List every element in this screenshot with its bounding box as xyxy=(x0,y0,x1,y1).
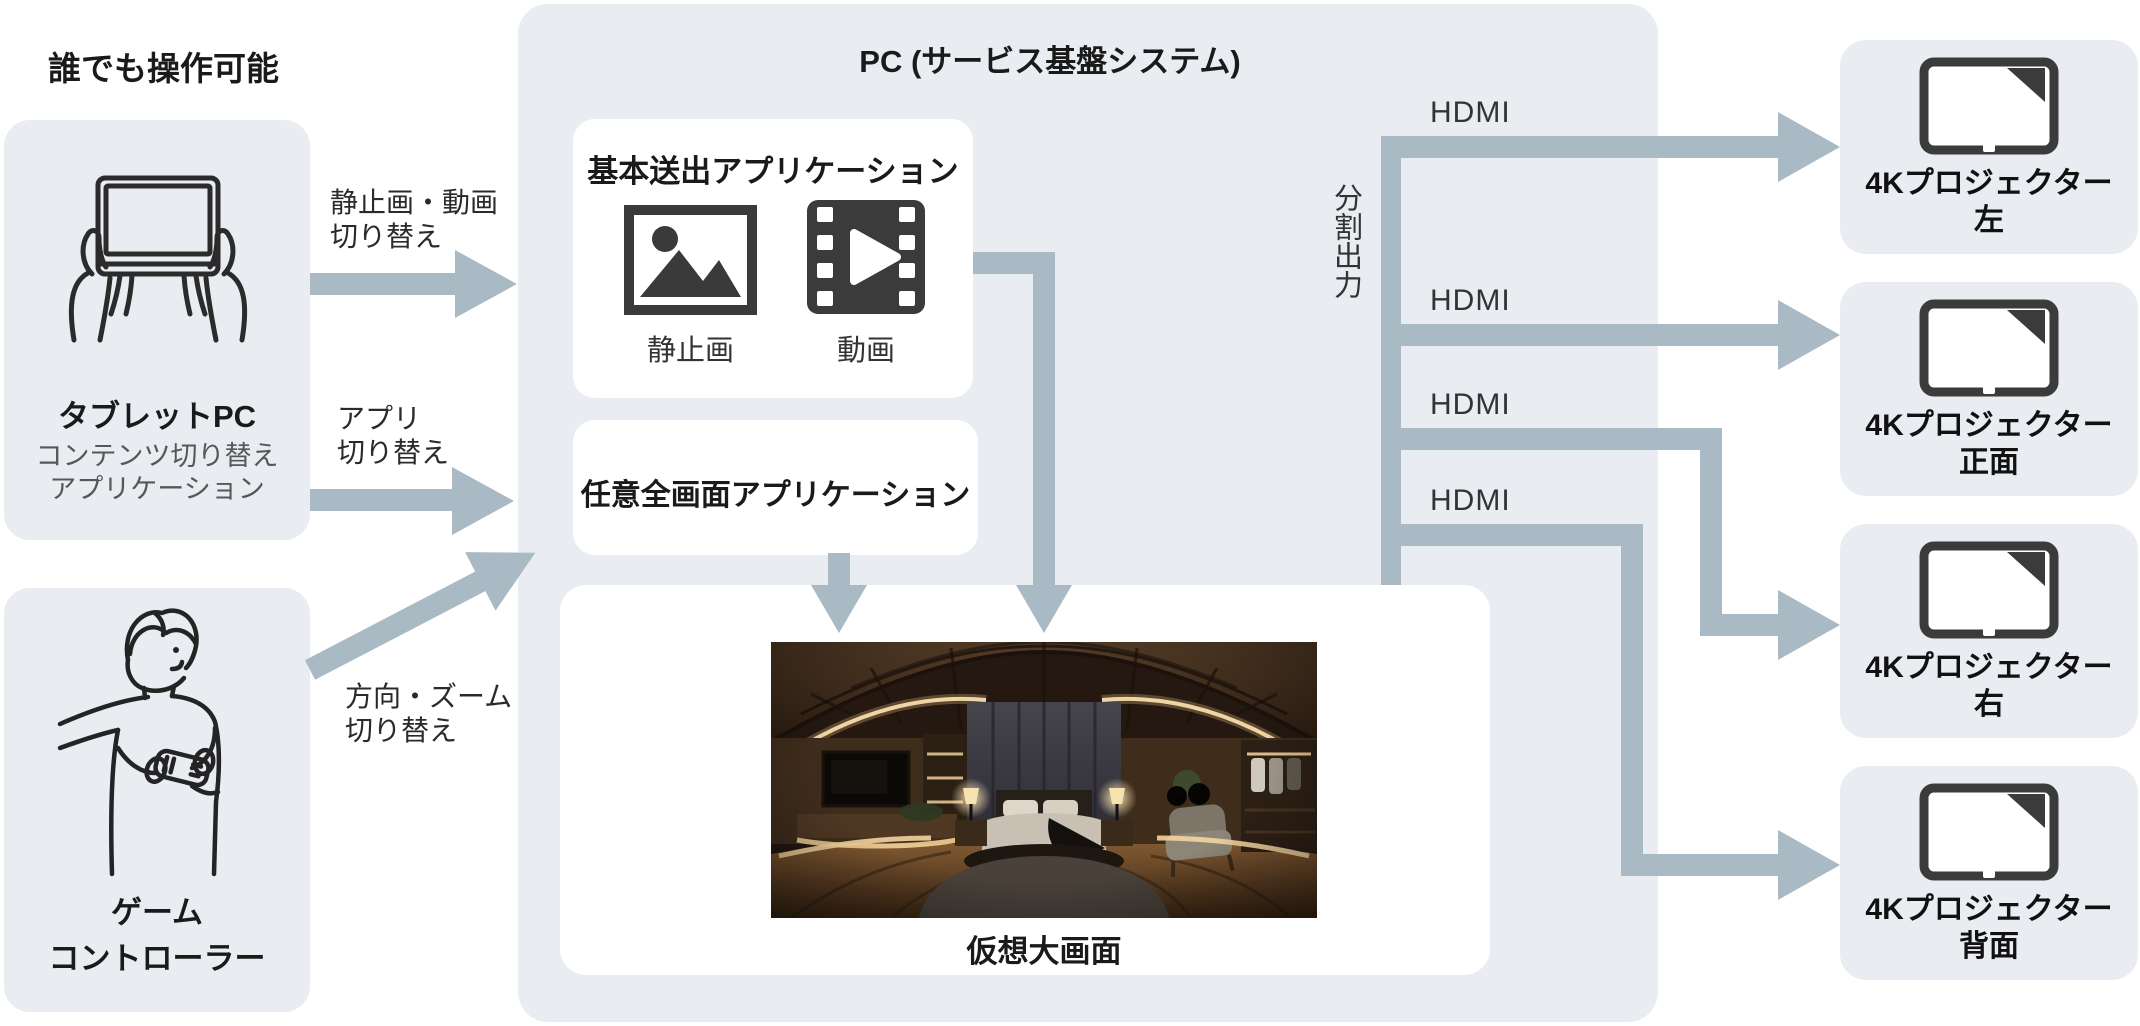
projector-right-line1: 4Kプロジェクター xyxy=(1865,651,2113,684)
projector-left-line1: 4Kプロジェクター xyxy=(1865,167,2113,200)
pc-platform-title: PC (サービス基盤システム) xyxy=(859,44,1241,79)
fullscreen-app-box xyxy=(573,420,978,555)
still-image-label: 静止画 xyxy=(646,335,734,367)
controller-label-line1: ゲーム xyxy=(110,895,204,930)
hdmi-label-4: HDMI xyxy=(1430,484,1511,517)
hdmi-label-2: HDMI xyxy=(1430,284,1511,317)
arrow3-label-line2: 切り替え xyxy=(345,714,458,746)
page-heading: 誰でも操作可能 xyxy=(48,50,279,87)
arrow2-label-line1: アプリ xyxy=(337,403,422,434)
game-controller-person-icon xyxy=(52,596,267,886)
basic-app-title: 基本送出アプリケーション xyxy=(587,154,959,189)
projector-screen-icon-back xyxy=(1919,783,2059,881)
projector-right-line2: 右 xyxy=(1974,687,2004,721)
virtual-screen-label: 仮想大画面 xyxy=(966,934,1122,969)
arrow1-label-line2: 切り替え xyxy=(330,220,443,252)
projector-back-line2: 背面 xyxy=(1959,929,2019,963)
projector-screen-icon-right xyxy=(1919,541,2059,639)
tablet-sublabel: コンテンツ切り替え アプリケーション xyxy=(4,440,310,506)
arrow3-label: 方向・ズーム 切り替え xyxy=(345,680,512,747)
projector-left-line2: 左 xyxy=(1974,203,2004,237)
still-image-icon xyxy=(623,204,758,316)
arrow1-label-line1: 静止画・動画 xyxy=(330,187,499,218)
projector-back-line1: 4Kプロジェクター xyxy=(1865,893,2113,926)
tablet-sublabel-line2: アプリケーション xyxy=(49,473,265,504)
controller-label: ゲーム コントローラー xyxy=(4,890,310,981)
panorama-bedroom-photo xyxy=(771,642,1317,918)
projector-screen-icon-front xyxy=(1919,299,2059,397)
arrow2-label-line2: 切り替え xyxy=(337,436,450,468)
projector-label-left: 4Kプロジェクター 左 xyxy=(1840,166,2138,239)
projector-front-line2: 正面 xyxy=(1959,445,2019,479)
projector-label-back: 4Kプロジェクター 背面 xyxy=(1840,892,2138,965)
arrow1-label: 静止画・動画 切り替え xyxy=(330,186,498,253)
fullscreen-app-title: 任意全画面アプリケーション xyxy=(580,479,971,512)
projector-label-front: 4Kプロジェクター 正面 xyxy=(1840,408,2138,481)
arrow2-label: アプリ 切り替え xyxy=(337,402,449,469)
controller-label-line2: コントローラー xyxy=(48,940,266,976)
tablet-hands-icon xyxy=(58,172,258,362)
hdmi-label-3: HDMI xyxy=(1430,388,1511,421)
projector-screen-icon-left xyxy=(1919,57,2059,155)
tablet-label: タブレットPC xyxy=(57,399,257,434)
movie-film-icon xyxy=(807,200,925,314)
movie-label: 動画 xyxy=(836,335,895,367)
tablet-sublabel-line1: コンテンツ切り替え xyxy=(35,441,279,471)
projector-front-line1: 4Kプロジェクター xyxy=(1865,409,2113,442)
arrow3-label-line1: 方向・ズーム xyxy=(345,681,513,712)
controller-box xyxy=(4,588,310,1012)
projector-label-right: 4Kプロジェクター 右 xyxy=(1840,650,2138,723)
hdmi-label-1: HDMI xyxy=(1430,96,1511,129)
split-output-label: 分割出力 xyxy=(1329,183,1362,299)
tablet-box xyxy=(4,120,310,540)
